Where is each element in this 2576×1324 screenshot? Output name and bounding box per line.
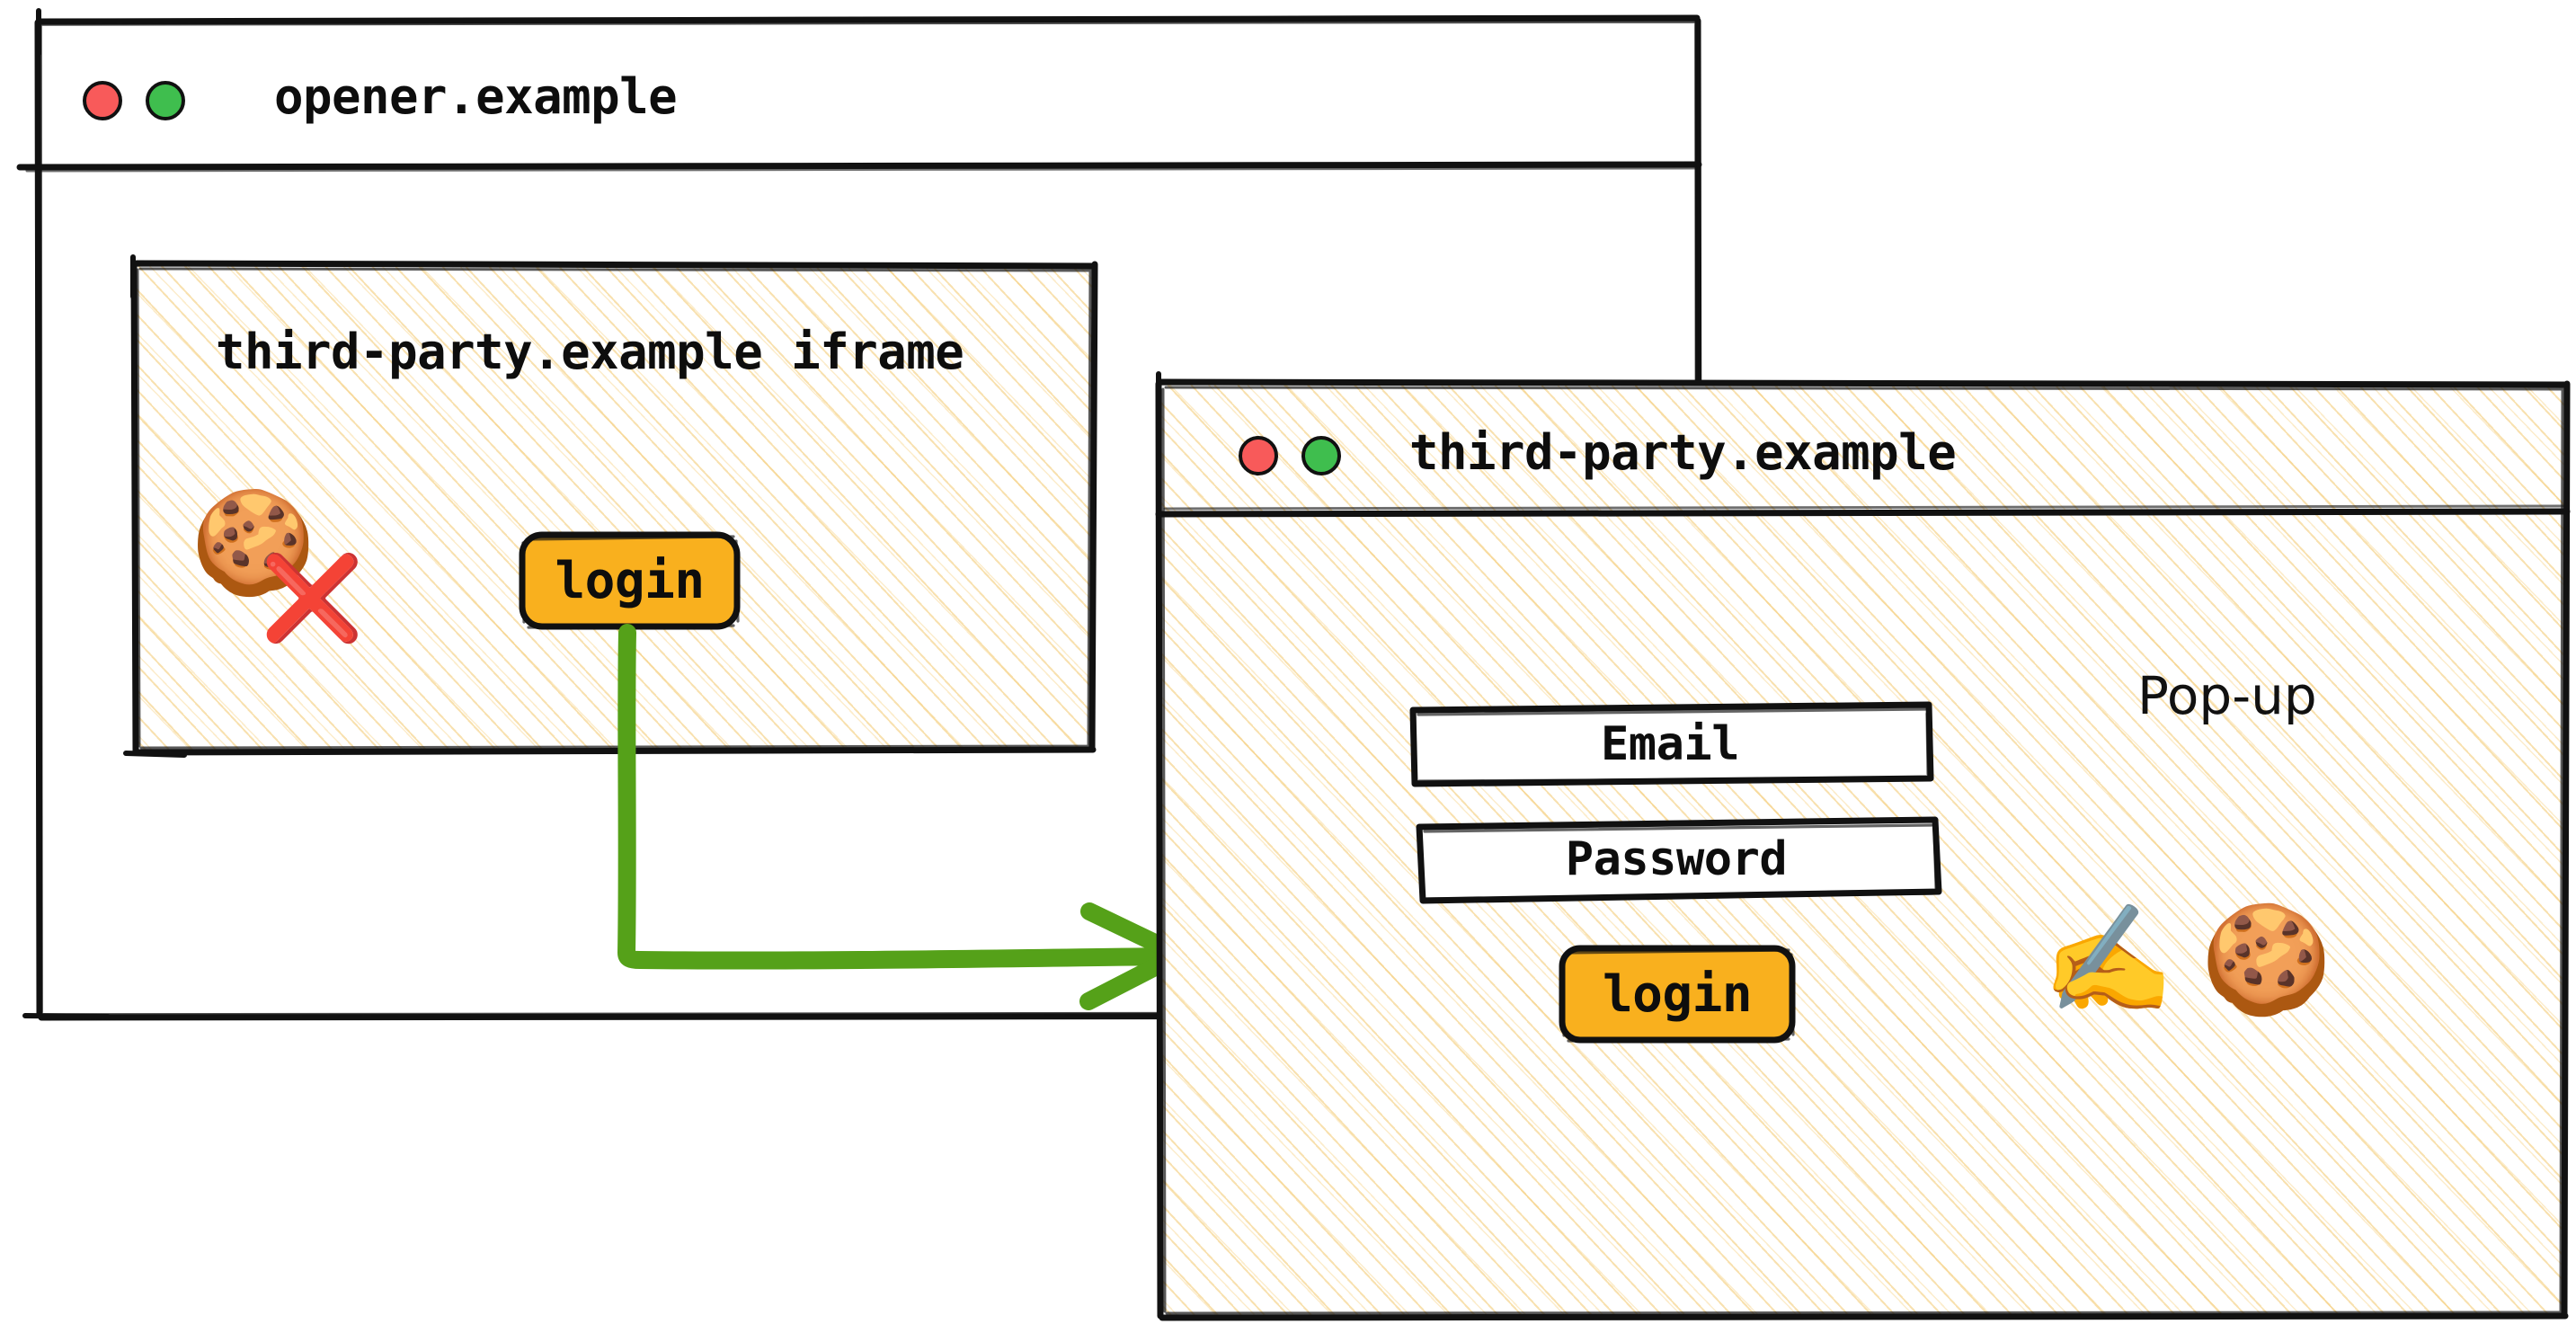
iframe-login-button[interactable]: login <box>519 531 741 630</box>
popup-password-field-label: Password <box>1565 832 1788 886</box>
iframe-login-button-label: login <box>555 552 705 610</box>
popup-login-button-label: login <box>1602 965 1753 1024</box>
popup-cookie-icon: 🍪 <box>2200 897 2332 1021</box>
popup-maximize-dot[interactable] <box>1301 436 1341 475</box>
popup-password-field[interactable]: Password <box>1416 816 1942 904</box>
iframe-label: third-party.example iframe <box>216 324 964 380</box>
writing-hand-icon: ✍️ <box>2042 897 2174 1021</box>
popup-close-dot[interactable] <box>1239 436 1278 475</box>
popup-login-button[interactable]: login <box>1559 945 1796 1044</box>
popup-annotation: Pop-up <box>2137 665 2317 726</box>
popup-email-field[interactable]: Email <box>1409 701 1934 787</box>
popup-email-field-label: Email <box>1600 717 1740 771</box>
opener-maximize-dot[interactable] <box>146 81 185 120</box>
opener-window-title: opener.example <box>274 68 678 125</box>
popup-window-title: third-party.example <box>1409 424 1957 481</box>
red-cross-icon: ❌ <box>261 550 364 646</box>
cookie-icon: 🍪 <box>191 484 316 601</box>
opener-close-dot[interactable] <box>83 81 122 120</box>
